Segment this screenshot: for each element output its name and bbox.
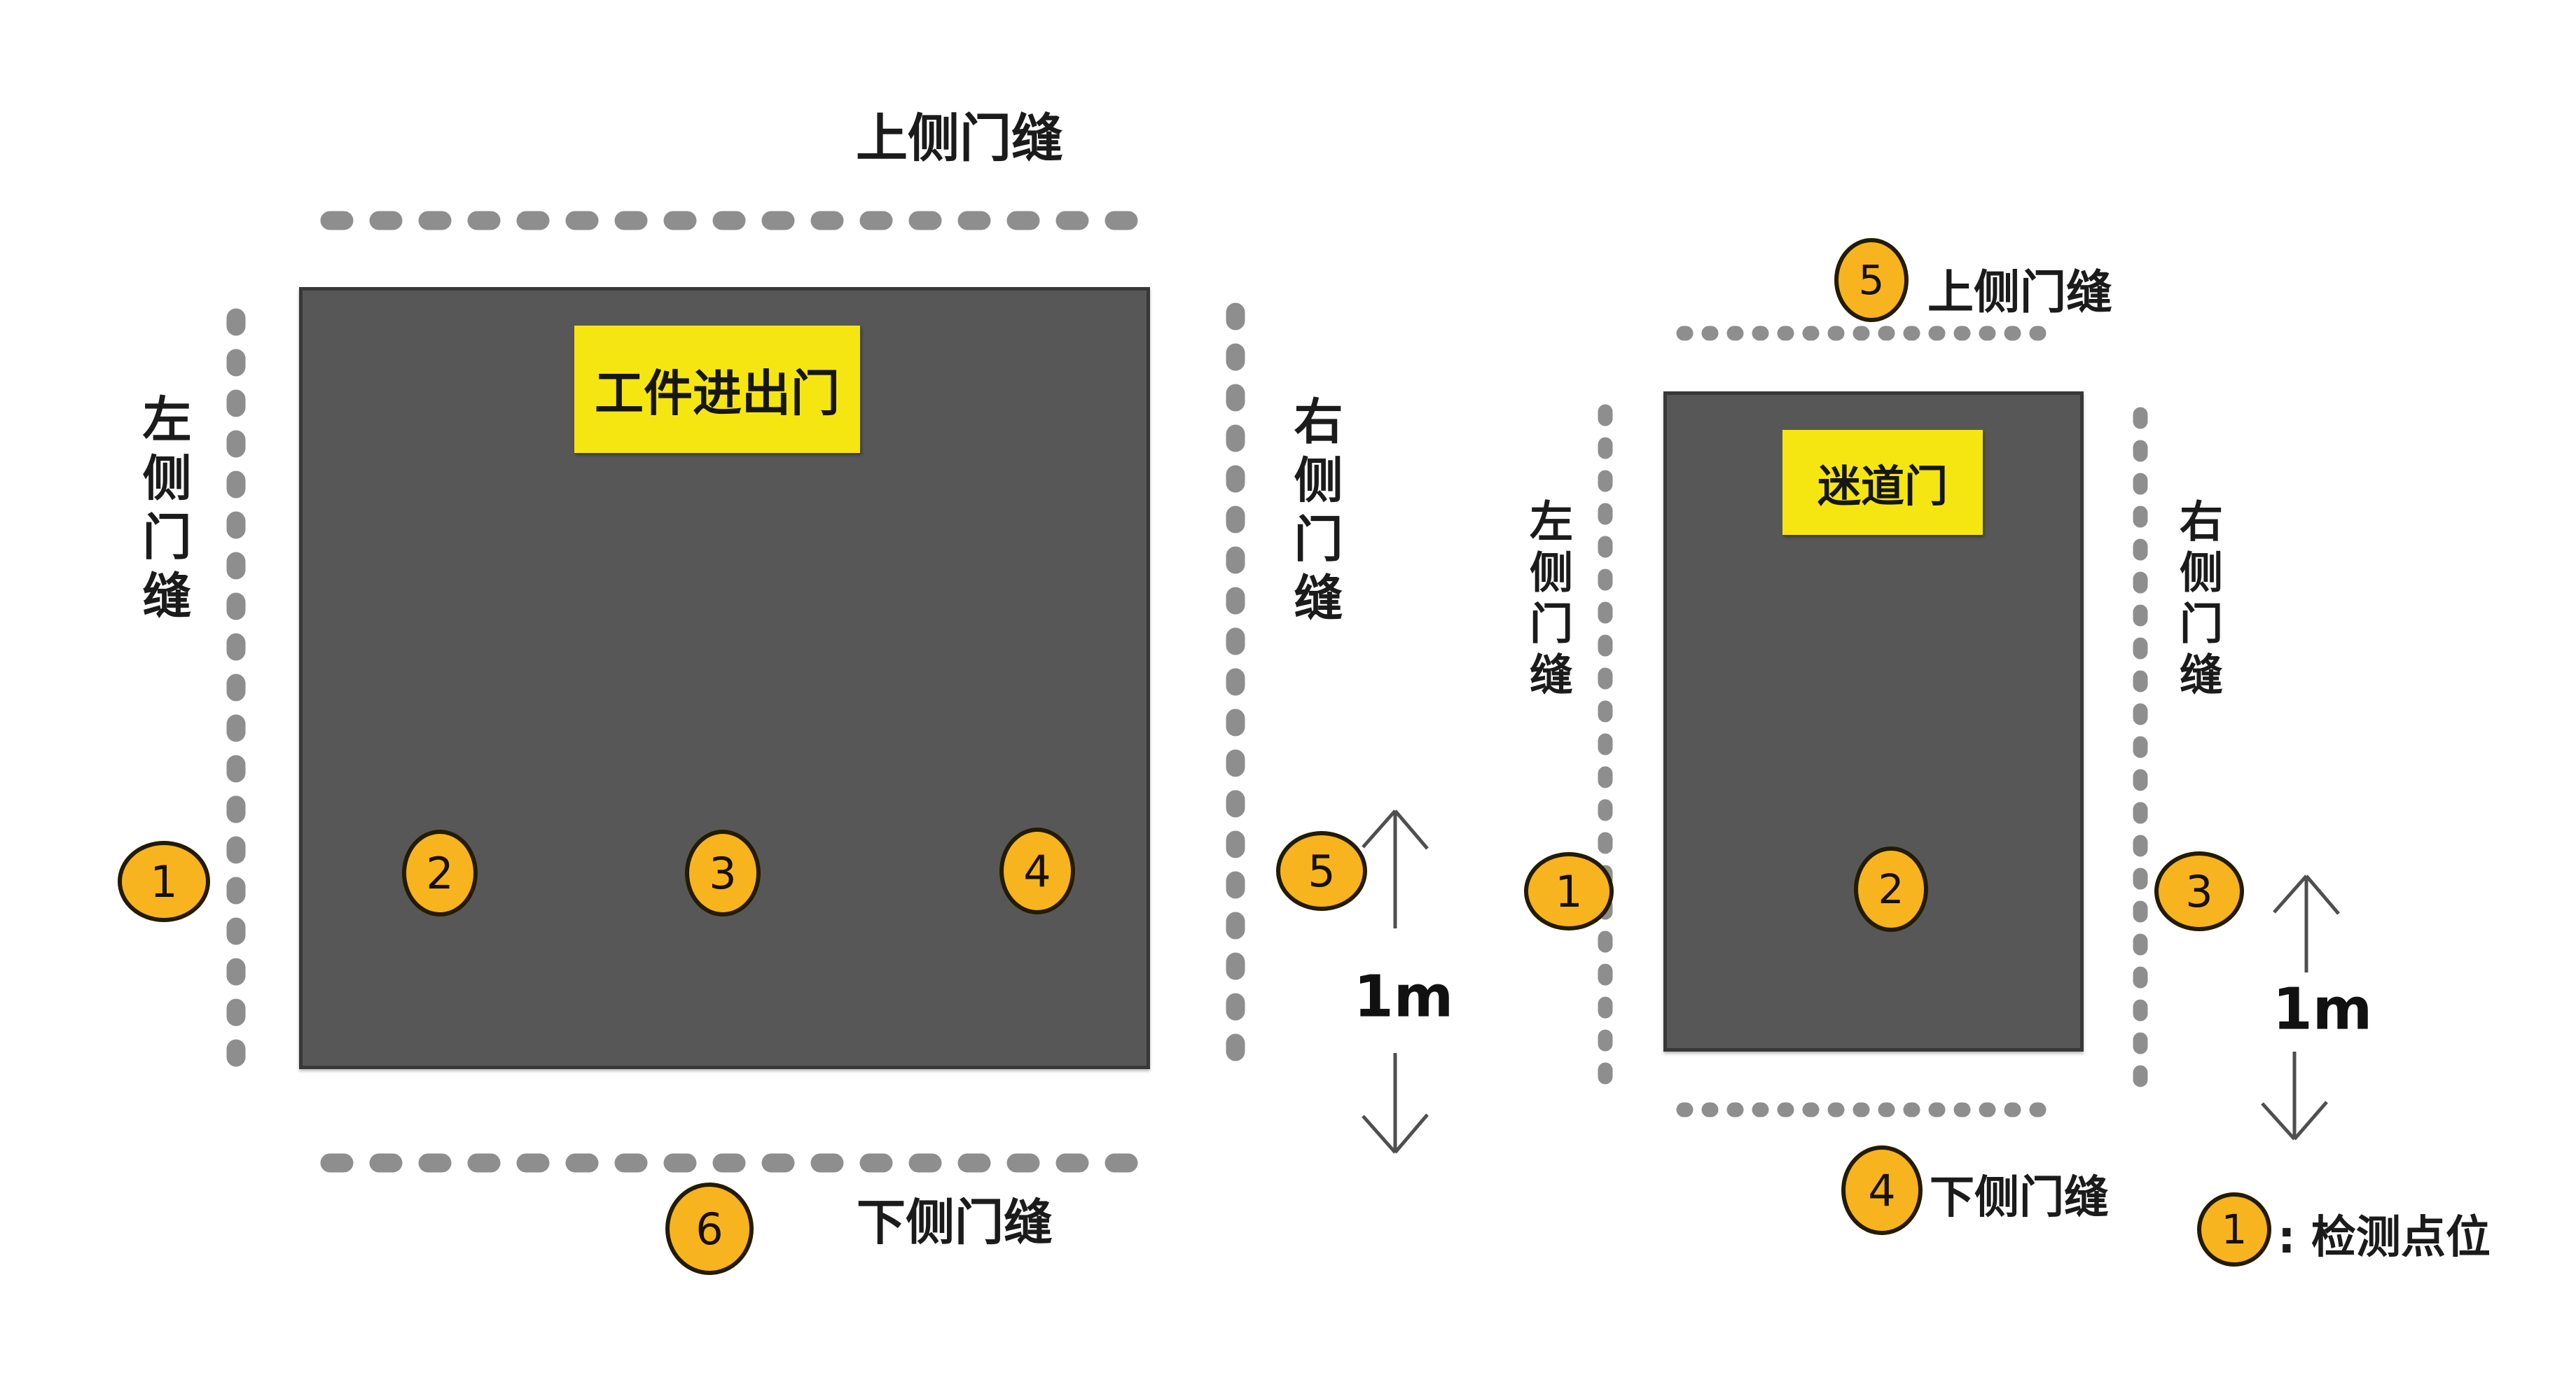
right-detection-point-2: 2 [1854,846,1928,932]
left-distance-label: 1m [1353,963,1454,1031]
right-right-gap-label: 右侧门缝 [2172,499,2223,703]
right-detection-point-1: 1 [1524,852,1614,931]
left-left-gap-label: 左侧门缝 [134,393,192,629]
left-distance-up-arrow [1362,809,1429,928]
left-distance-down-arrow [1362,1053,1429,1154]
right-left-gap-label: 左侧门缝 [1522,499,1573,703]
left-door-name-label: 工件进出门 [574,326,860,453]
left-top-gap-label: 上侧门缝 [856,109,1063,169]
right-detection-point-5: 5 [1834,238,1909,322]
right-right-gap-dashed-line [2133,407,2148,1102]
left-detection-point-3: 3 [685,830,761,916]
right-left-gap-dashed-line [1598,404,1613,1096]
right-distance-up-arrow [2273,874,2340,973]
right-top-gap-dotted-line [1676,326,2064,341]
right-detection-point-3: 3 [2154,851,2244,931]
right-door-name-label: 迷道门 [1782,430,1983,535]
left-detection-point-4: 4 [999,828,1075,914]
left-bottom-gap-label: 下侧门缝 [857,1194,1053,1251]
left-detection-point-2: 2 [402,830,478,916]
left-right-gap-label: 右侧门缝 [1286,396,1343,631]
right-distance-label: 1m [2272,976,2373,1043]
left-top-gap-dashed-line [320,211,1158,230]
legend-text: : 检测点位 [2278,1212,2491,1264]
left-detection-point-6: 6 [665,1183,754,1275]
right-detection-point-4: 4 [1841,1145,1923,1235]
right-distance-down-arrow [2261,1052,2328,1141]
left-bottom-gap-dashed-line [320,1153,1144,1173]
right-bottom-gap-label: 下侧门缝 [1930,1172,2109,1224]
left-detection-point-1: 1 [118,841,210,922]
left-detection-point-5: 5 [1276,831,1367,911]
right-bottom-gap-dotted-line [1676,1102,2064,1117]
right-top-gap-label: 上侧门缝 [1927,265,2112,319]
left-left-gap-dashed-line [226,308,246,1079]
legend-point-badge: 1 [2197,1192,2271,1267]
left-right-gap-dashed-line [1226,302,1245,1070]
